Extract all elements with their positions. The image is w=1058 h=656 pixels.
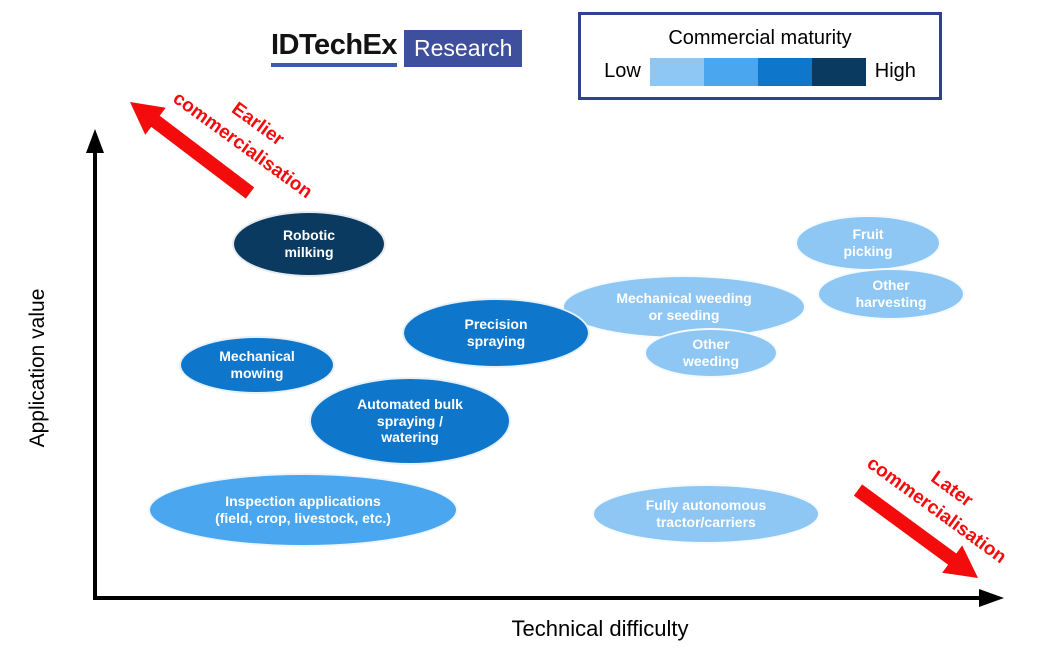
x-axis-arrowhead-icon (979, 589, 1004, 607)
logo-brand-text: IDTechEx (271, 30, 398, 68)
bubble-inspection-applications: Inspection applications (field, crop, li… (148, 473, 458, 547)
bubble-fruit-picking: Fruit picking (795, 215, 941, 271)
bubble-robotic-milking: Robotic milking (232, 211, 386, 277)
legend-swatch-4 (811, 57, 866, 86)
earlier-commercialisation-arrow-icon (130, 102, 255, 199)
legend-swatch-3 (757, 57, 812, 86)
logo-research-badge: Research (404, 30, 523, 68)
legend-swatch-1 (649, 57, 704, 86)
y-axis-arrowhead-icon (86, 129, 104, 153)
x-axis-label: Technical difficulty (511, 616, 689, 641)
idtechex-logo: IDTechEx Research (271, 30, 523, 68)
legend-title: Commercial maturity (668, 26, 852, 49)
bubble-automated-bulk-spraying-watering: Automated bulk spraying / watering (309, 377, 511, 465)
later-commercialisation-arrow-icon (853, 484, 978, 578)
bubble-other-weeding: Other weeding (644, 328, 778, 378)
legend-box: Commercial maturity Low High (578, 12, 942, 100)
y-axis-label: Application value (26, 288, 49, 448)
bubble-precision-spraying: Precision spraying (402, 298, 590, 368)
legend-low-label: Low (604, 60, 641, 82)
legend-high-label: High (874, 60, 916, 82)
legend-scale-row: Low High (604, 57, 916, 86)
bubble-other-harvesting: Other harvesting (817, 268, 965, 320)
bubble-mechanical-mowing: Mechanical mowing (179, 336, 335, 394)
legend-swatch-2 (703, 57, 758, 86)
bubble-mechanical-weeding-or-seeding: Mechanical weeding or seeding (562, 275, 806, 339)
bubble-fully-autonomous-tractor-carriers: Fully autonomous tractor/carriers (592, 484, 820, 544)
legend-color-swatches (649, 57, 866, 86)
